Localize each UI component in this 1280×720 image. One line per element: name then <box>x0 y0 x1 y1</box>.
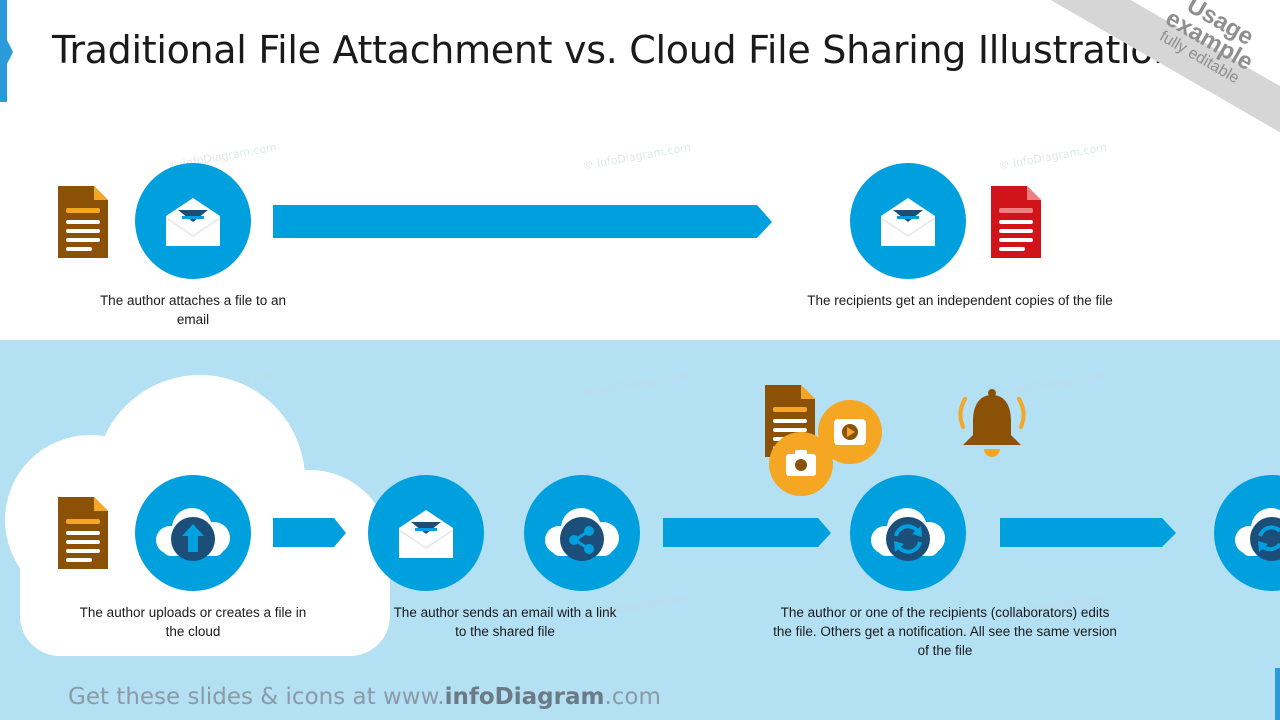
cloud-share-icon <box>545 508 619 561</box>
watermark: © infoDiagram.com <box>997 140 1108 173</box>
short-arrow-1 <box>273 518 346 547</box>
footer-credit[interactable]: Get these slides & icons at www.infoDiag… <box>68 684 661 710</box>
notification-bell-icon <box>958 389 1026 457</box>
slide-title: Traditional File Attachment vs. Cloud Fi… <box>52 28 1178 72</box>
open-envelope-icon <box>881 198 935 246</box>
arrow-2 <box>663 518 831 547</box>
right-accent-bar <box>1275 668 1280 720</box>
cloud-sync-icon <box>1235 508 1280 561</box>
footer-prefix: Get these slides & icons at www. <box>68 684 445 710</box>
long-arrow-top <box>273 205 772 238</box>
camera-icon <box>769 432 833 496</box>
caption-send-link: The author sends an email with a link to… <box>393 605 617 639</box>
left-accent-bar <box>0 0 7 102</box>
cloud-sync-icon <box>871 508 945 561</box>
caption-attach-file: The author attaches a file to an email <box>99 293 287 327</box>
footer-suffix: .com <box>604 684 661 710</box>
watermark: © infoDiagram.com <box>581 140 692 173</box>
cloud-upload-icon <box>156 508 230 561</box>
open-envelope-icon <box>166 198 220 246</box>
arrow-3 <box>1000 518 1176 547</box>
video-play-icon <box>818 400 882 464</box>
brown-document-icon <box>58 497 108 569</box>
caption-independent-copies: The recipients get an independent copies… <box>807 293 1113 308</box>
left-accent-tip <box>7 40 13 64</box>
red-document-icon <box>991 186 1041 258</box>
caption-upload-cloud: The author uploads or creates a file in … <box>79 605 307 639</box>
open-envelope-icon <box>399 510 453 558</box>
footer-brand: infoDiagram <box>444 684 605 710</box>
brown-document-icon <box>58 186 108 258</box>
caption-edit-notify: The author or one of the recipients (col… <box>773 605 1117 658</box>
